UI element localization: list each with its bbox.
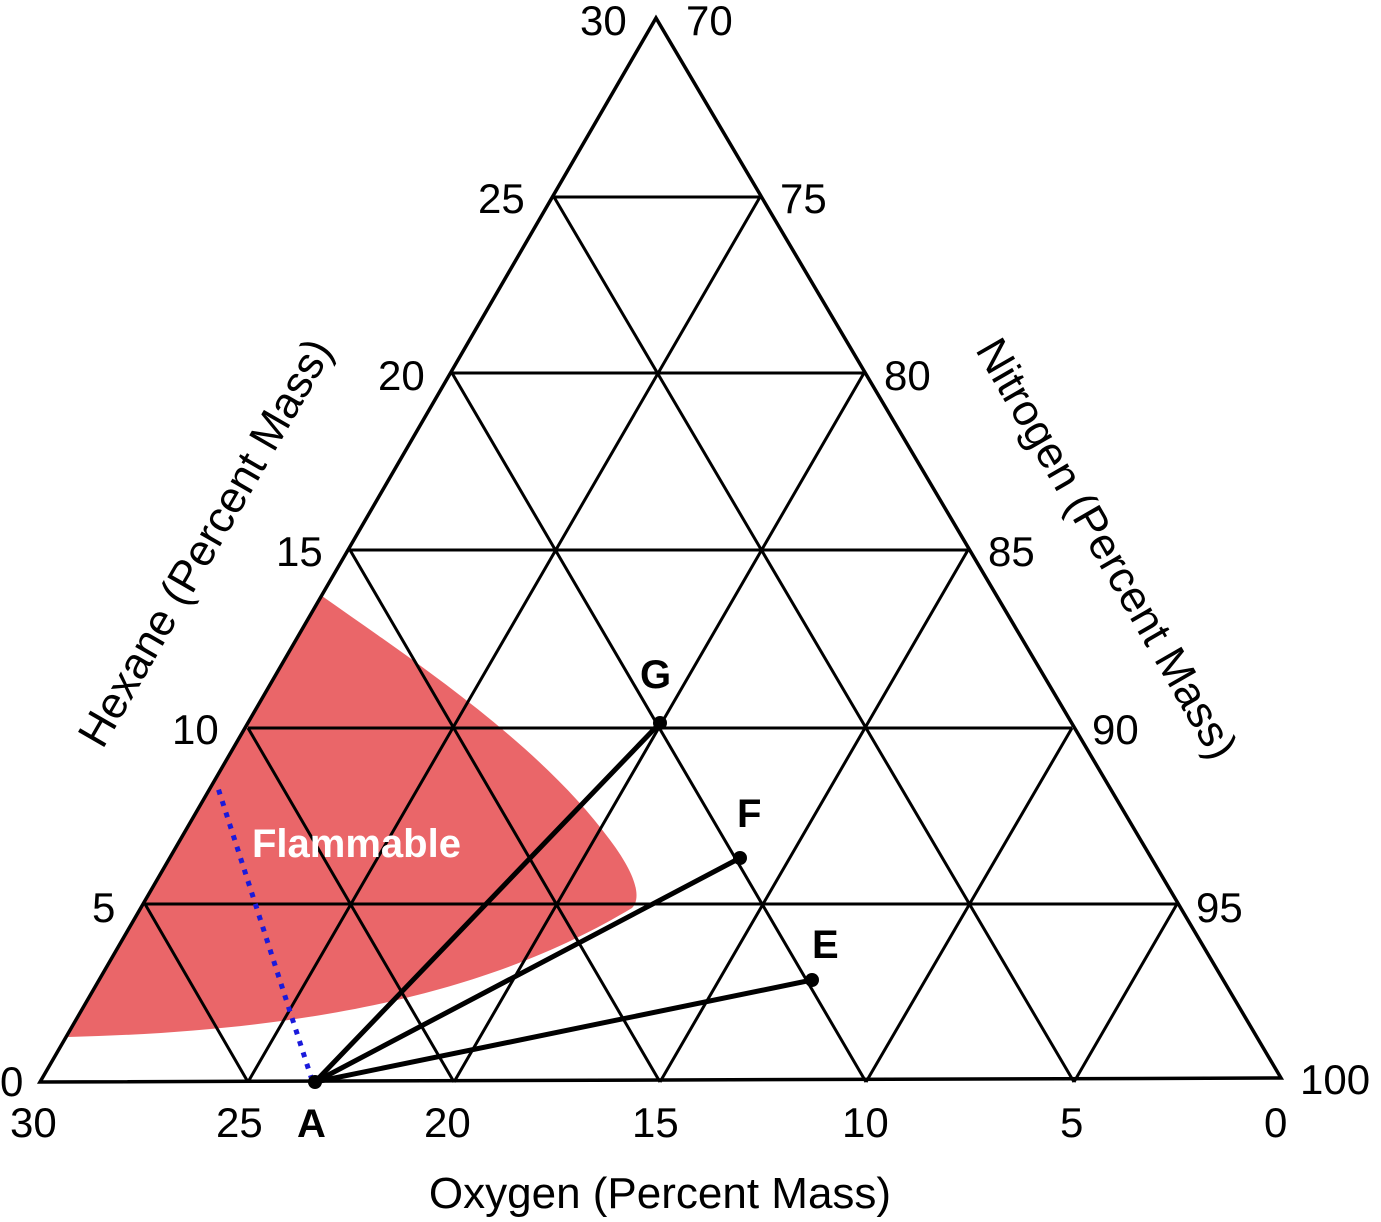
left-tick: 30 [580,0,627,44]
left-tick: 5 [92,884,115,931]
point-e-label: E [812,923,839,967]
right-tick: 100 [1300,1056,1370,1103]
right-tick: 85 [988,528,1035,575]
right-tick: 95 [1196,884,1243,931]
right-tick: 75 [780,175,827,222]
right-tick: 80 [884,352,931,399]
left-axis-ticks: 0 5 10 15 20 25 30 [0,0,627,1105]
triangle-outline [36,14,1285,1084]
right-tick: 90 [1092,706,1139,753]
dotted-line [215,787,315,1081]
left-tick: 25 [478,175,525,222]
grid-diagonal-a [246,196,1179,1083]
tie-line-a-g [313,721,662,1084]
left-tick: 10 [172,706,219,753]
bottom-tick: 0 [1264,1099,1287,1146]
flammable-label: Flammable [252,822,461,866]
tie-line-a-f [313,855,742,1085]
point-a-marker [308,1075,322,1089]
point-f-marker [733,851,747,865]
bottom-tick: 10 [842,1099,889,1146]
bottom-axis-ticks: 30 25 20 15 10 5 0 [10,1099,1287,1146]
bottom-tick: 30 [10,1099,57,1146]
bottom-tick: 5 [1060,1099,1083,1146]
bottom-tick: 15 [632,1099,679,1146]
bottom-tick: 20 [424,1099,471,1146]
flammable-region [68,596,637,1037]
bottom-axis-title: Oxygen (Percent Mass) [429,1169,891,1218]
point-e-marker [805,973,819,987]
point-a-label: A [297,1102,326,1146]
point-g-label: G [640,653,671,697]
tie-lines [313,721,813,1085]
point-g-marker [653,716,667,730]
left-tick: 20 [378,352,425,399]
right-axis-ticks: 70 75 80 85 90 95 100 [686,0,1370,1103]
tie-line-a-e [314,977,813,1085]
left-tick: 0 [0,1058,23,1105]
left-tick: 15 [276,528,323,575]
bottom-tick: 25 [216,1099,263,1146]
point-f-label: F [737,792,761,836]
right-tick: 70 [686,0,733,44]
